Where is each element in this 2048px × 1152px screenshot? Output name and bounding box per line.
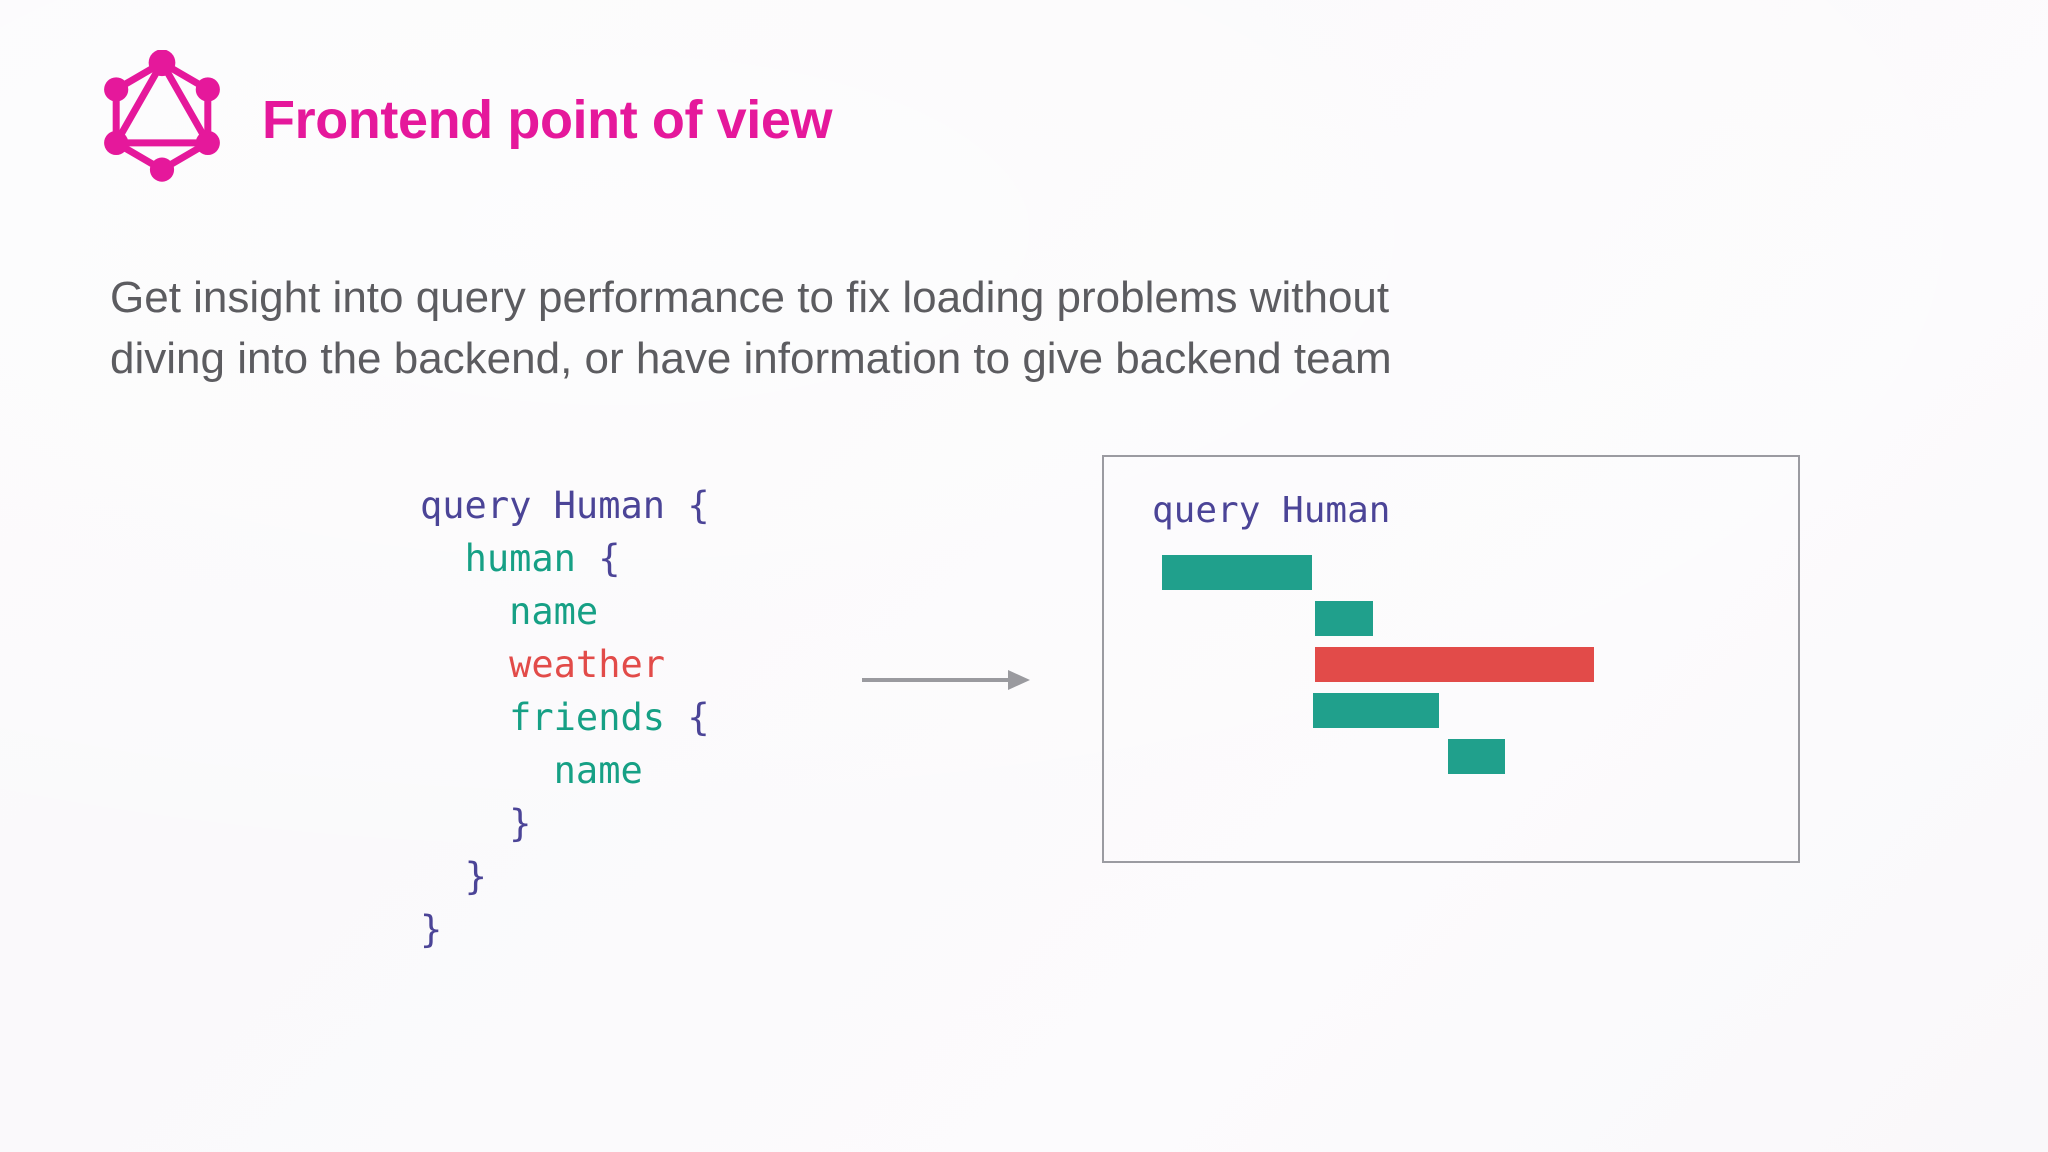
code-line: name: [420, 586, 710, 639]
code-token-brace: {: [687, 484, 710, 527]
timeline-bar-friends-3[interactable]: [1313, 693, 1440, 728]
graphql-logo-icon: [104, 50, 220, 182]
slide-subtitle: Get insight into query performance to fi…: [110, 268, 1670, 389]
code-token-brace: {: [598, 537, 621, 580]
right-arrow-icon: [862, 670, 1030, 690]
code-token-field: human: [464, 537, 599, 580]
code-line: }: [420, 851, 710, 904]
code-token-brace: }: [464, 855, 487, 898]
timeline-bar-human-0[interactable]: [1161, 555, 1312, 590]
code-line: human {: [420, 533, 710, 586]
code-line: query Human {: [420, 480, 710, 533]
code-line: }: [420, 904, 710, 957]
code-token-field: name: [553, 749, 643, 792]
code-token-slow: weather: [509, 643, 666, 686]
page-title: Frontend point of view: [262, 90, 833, 150]
graphql-query-code: query Human { human { name weather frien…: [420, 480, 710, 957]
code-token-brace: }: [509, 802, 532, 845]
timeline-bar-track: [1104, 457, 1798, 861]
code-token-field: friends: [509, 696, 688, 739]
code-line: name: [420, 745, 710, 798]
code-line: }: [420, 798, 710, 851]
code-token-key: query: [420, 484, 554, 527]
timeline-title: query Human: [1152, 490, 1391, 531]
code-token-key: Human: [553, 484, 688, 527]
code-line: weather: [420, 639, 710, 692]
subtitle-line-1: Get insight into query performance to fi…: [110, 273, 1390, 322]
code-line: friends {: [420, 692, 710, 745]
code-token-brace: }: [420, 908, 443, 951]
timeline-bar-name-4[interactable]: [1448, 739, 1506, 774]
subtitle-line-2: diving into the backend, or have informa…: [110, 333, 1392, 383]
query-timeline-panel: query Human: [1102, 455, 1800, 863]
code-token-brace: {: [687, 696, 710, 739]
slide-header: Frontend point of view: [98, 50, 833, 190]
timeline-bar-weather-2[interactable]: [1314, 647, 1594, 682]
timeline-bar-name-1[interactable]: [1314, 601, 1373, 636]
code-token-field: name: [509, 590, 599, 633]
